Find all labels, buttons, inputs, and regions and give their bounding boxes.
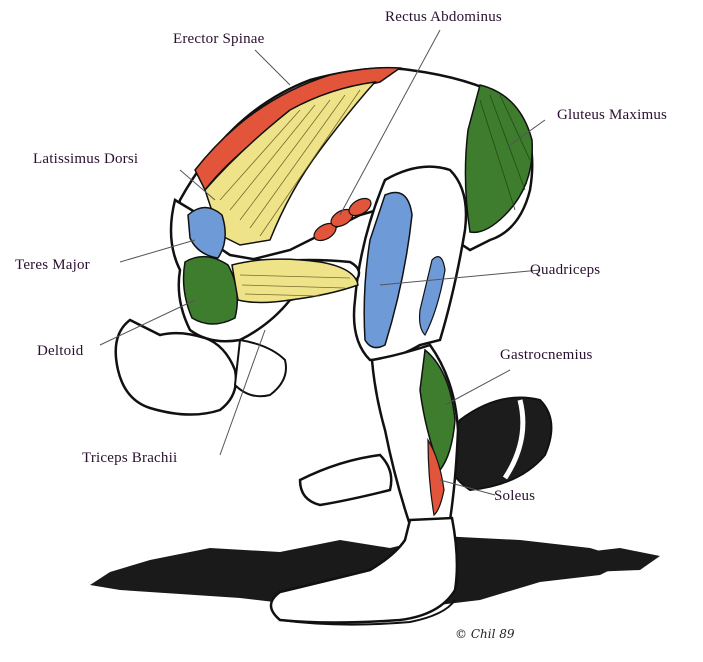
label-teres-major: Teres Major xyxy=(15,257,90,274)
label-latissimus-dorsi: Latissimus Dorsi xyxy=(33,151,138,168)
label-soleus: Soleus xyxy=(494,488,535,505)
label-quadriceps: Quadriceps xyxy=(530,262,600,279)
label-triceps-brachii: Triceps Brachii xyxy=(82,450,177,467)
label-gastrocnemius: Gastrocnemius xyxy=(500,347,593,364)
back-leg-outline xyxy=(300,455,391,505)
artist-signature: © Chil 89 xyxy=(455,627,514,641)
deltoid-muscle xyxy=(184,257,238,324)
label-gluteus-maximus: Gluteus Maximus xyxy=(557,107,667,124)
label-erector-spinae: Erector Spinae xyxy=(173,31,265,48)
football xyxy=(448,398,552,491)
label-deltoid: Deltoid xyxy=(37,343,83,360)
hand-outline xyxy=(235,340,286,396)
label-rectus-abdominus: Rectus Abdominus xyxy=(385,9,502,26)
